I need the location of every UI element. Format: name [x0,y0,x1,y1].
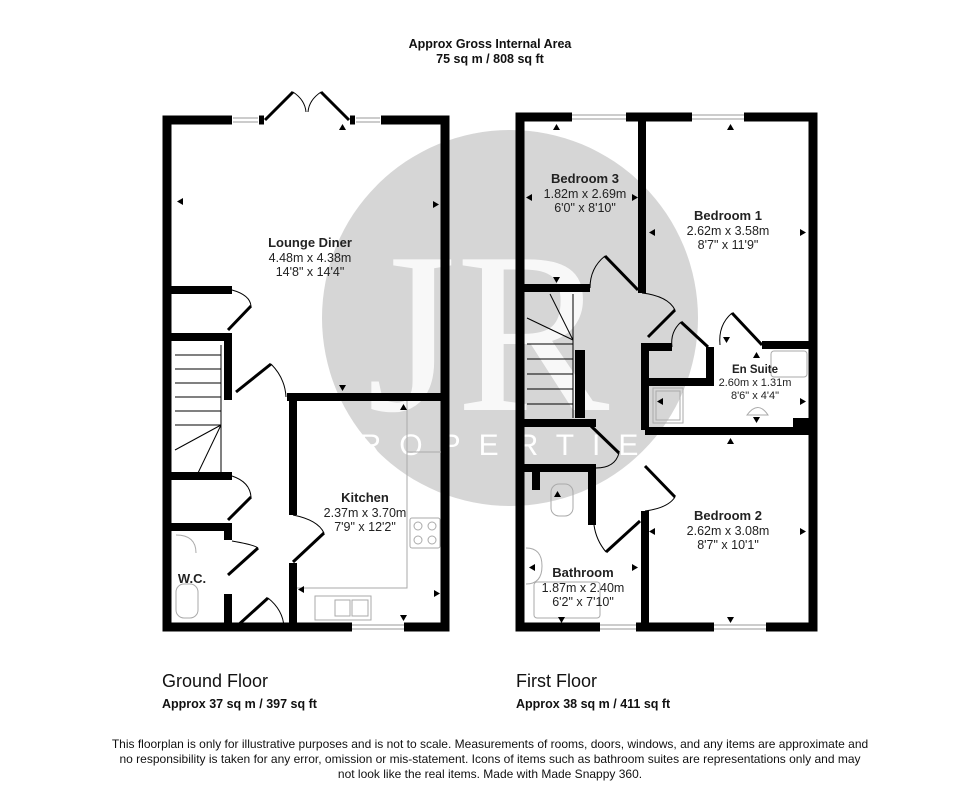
watermark-text: PROPERTIES [322,429,695,462]
gross-area-title: Approx Gross Internal Area [408,37,572,51]
room-bedroom-1: Bedroom 1 2.62m x 3.58m 8'7" x 11'9" [686,208,770,252]
first-floor-area: Approx 38 sq m / 411 sq ft [516,697,671,711]
room-bedroom-3: Bedroom 3 1.82m x 2.69m 6'0" x 8'10" [543,171,627,215]
disclaimer-text: This floorplan is only for illustrative … [111,737,869,781]
watermark: JR PROPERTIES [322,130,698,506]
ground-floor-label: Ground Floor [162,671,269,691]
watermark-circle [322,130,698,506]
room-en-suite: En Suite 2.60m x 1.31m 8'6" x 4'4" [718,364,792,402]
room-kitchen: Kitchen 2.37m x 3.70m 7'9" x 12'2" [323,490,407,534]
gross-area-header: Approx Gross Internal Area 75 sq m / 808… [0,37,980,67]
room-wc: W.C. [177,571,207,586]
ground-floor-plan [162,90,450,633]
room-lounge-diner: Lounge Diner 4.48m x 4.38m 14'8" x 14'4" [268,235,352,279]
ground-floor-area: Approx 37 sq m / 397 sq ft [162,697,317,711]
room-bathroom: Bathroom 1.87m x 2.40m 6'2" x 7'10" [541,565,625,609]
gross-area-total: 75 sq m / 808 sq ft [436,52,544,66]
room-bedroom-2: Bedroom 2 2.62m x 3.08m 8'7" x 10'1" [686,508,770,552]
first-floor-label: First Floor [516,671,597,691]
first-floor-plan [515,111,818,633]
